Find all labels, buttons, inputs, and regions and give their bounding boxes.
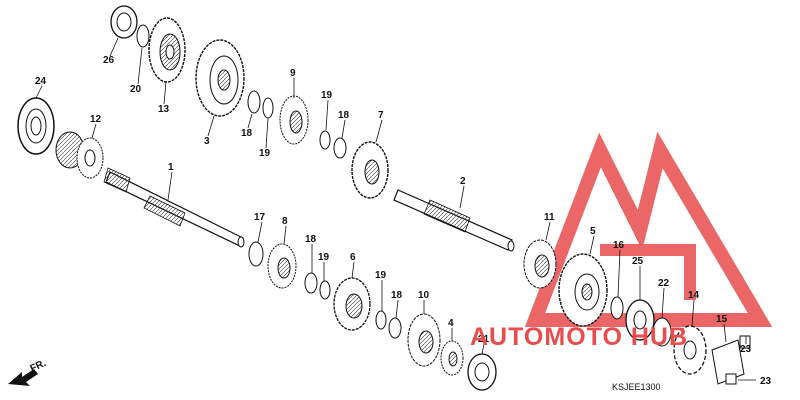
label-10: 10	[418, 290, 430, 301]
washer-18d	[388, 317, 402, 339]
label-15: 15	[716, 314, 728, 325]
label-6: 6	[350, 252, 356, 263]
sprocket-14	[673, 325, 707, 375]
label-7: 7	[378, 110, 384, 121]
washer-18a	[247, 90, 261, 114]
label-24: 24	[35, 76, 47, 87]
bearing-24	[17, 97, 55, 155]
shaft-1	[103, 167, 245, 248]
label-18d: 18	[391, 290, 403, 301]
gear-4	[440, 340, 464, 376]
gear-11	[523, 239, 557, 289]
label-9: 9	[290, 68, 296, 79]
washer-17	[248, 241, 264, 267]
diagram-code: KSJEE1300	[612, 382, 661, 392]
part-labels: 24 26 20 13 3 9 18 19 19 18 7 12 1 2 17 …	[35, 55, 772, 387]
bolt-23b	[725, 373, 737, 385]
arrow-icon	[8, 369, 38, 386]
label-2: 2	[460, 176, 466, 187]
direction-label: FR.	[29, 358, 48, 375]
watermark-text: AUTOMOTO HUB	[470, 323, 688, 351]
clip-19d	[375, 310, 387, 330]
gear-12	[55, 131, 104, 179]
label-13: 13	[158, 104, 170, 115]
label-19a: 19	[259, 148, 271, 159]
clip-19a	[262, 97, 274, 119]
washer-20	[136, 24, 150, 48]
label-12: 12	[90, 114, 102, 125]
label-11: 11	[544, 212, 555, 223]
label-19b: 19	[321, 90, 333, 101]
label-26: 26	[103, 55, 115, 66]
label-16: 16	[613, 240, 625, 251]
bearing-21	[467, 353, 497, 391]
gear-6	[333, 277, 371, 331]
leader-lines	[35, 37, 756, 381]
label-18b: 18	[338, 110, 350, 121]
label-23a: 23	[740, 344, 752, 355]
bolt-23a	[739, 335, 751, 349]
gear-5	[558, 253, 608, 327]
gear-3	[195, 39, 245, 117]
shaft-2	[393, 189, 515, 252]
label-18c: 18	[305, 234, 317, 245]
label-3: 3	[204, 136, 210, 147]
washer-18b	[333, 137, 347, 159]
label-14: 14	[688, 290, 700, 301]
label-5: 5	[590, 226, 596, 237]
watermark-logo	[524, 131, 773, 327]
gear-9	[279, 95, 309, 145]
plate-15	[711, 339, 745, 385]
washer-16	[610, 296, 624, 320]
bearing-26	[110, 5, 138, 39]
gear-10	[407, 313, 441, 367]
label-1: 1	[168, 162, 174, 173]
direction-indicator: FR.	[8, 358, 48, 386]
clip-19c	[319, 280, 331, 300]
clip-19b	[319, 130, 331, 150]
label-25: 25	[632, 256, 644, 267]
label-20: 20	[130, 84, 142, 95]
label-19d: 19	[375, 270, 387, 281]
label-23b: 23	[760, 376, 772, 387]
label-22: 22	[658, 278, 670, 289]
gear-8	[267, 243, 297, 289]
label-18a: 18	[241, 128, 253, 139]
label-19c: 19	[318, 252, 330, 263]
gear-7	[351, 141, 389, 199]
label-17: 17	[254, 212, 266, 223]
gear-13	[148, 17, 186, 83]
label-21: 21	[478, 334, 490, 345]
washer-18c	[304, 272, 318, 294]
label-8: 8	[282, 216, 288, 227]
label-4: 4	[448, 318, 454, 329]
